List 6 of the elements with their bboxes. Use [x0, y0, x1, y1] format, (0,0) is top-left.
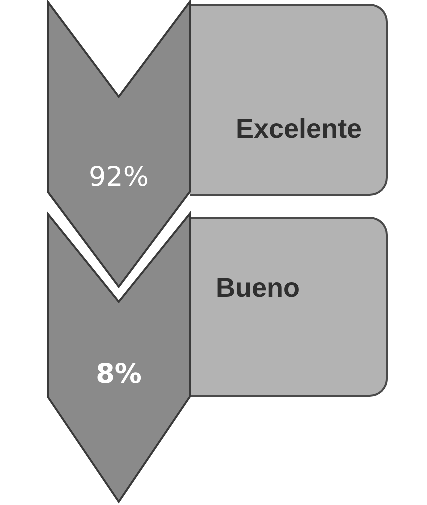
rating-card [190, 4, 388, 196]
rating-label: Excelente [236, 116, 362, 143]
percentage-label: 92% [88, 162, 150, 193]
rating-label: Bueno [216, 275, 300, 302]
percentage-label: 8% [95, 359, 143, 390]
rating-card [190, 217, 388, 397]
